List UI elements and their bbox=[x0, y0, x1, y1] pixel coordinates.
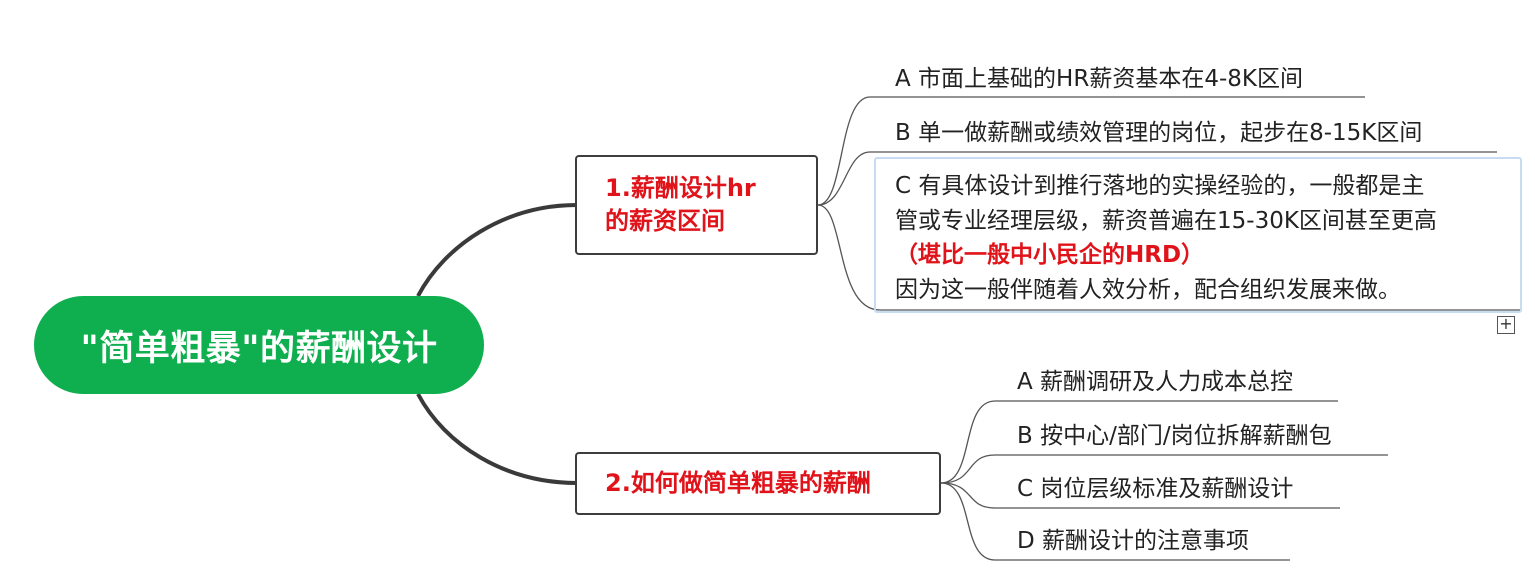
branch-1-label-line-2: 的薪资区间 bbox=[605, 207, 725, 235]
leaf-label: D 薪酬设计的注意事项 bbox=[1017, 528, 1250, 554]
connector-b2-leaf-d bbox=[940, 482, 1290, 561]
branch-topic-salary-range[interactable]: 1.薪酬设计hr 的薪资区间 bbox=[575, 155, 818, 255]
leaf-label: B 单一做薪酬或绩效管理的岗位，起步在8-15K区间 bbox=[895, 120, 1423, 146]
connector-root-branch-2 bbox=[416, 393, 578, 485]
branch-2-label: 2.如何做简单粗暴的薪酬 bbox=[605, 469, 871, 497]
selected-topic-frame bbox=[874, 157, 1522, 313]
leaf-topic-b1-b[interactable]: B 单一做薪酬或绩效管理的岗位，起步在8-15K区间 bbox=[895, 116, 1422, 150]
connector-b2-leaf-a bbox=[940, 400, 1338, 484]
connector-b2-leaf-c bbox=[940, 482, 1340, 509]
leaf-label: B 按中心/部门/岗位拆解薪酬包 bbox=[1017, 423, 1332, 449]
leaf-topic-b1-c[interactable]: C 有具体设计到推行落地的实操经验的，一般都是主 管或专业经理层级，薪资普遍在1… bbox=[895, 169, 1437, 307]
branch-topic-how-to[interactable]: 2.如何做简单粗暴的薪酬 bbox=[575, 452, 941, 515]
leaf-topic-b2-a[interactable]: A 薪酬调研及人力成本总控 bbox=[1017, 365, 1293, 399]
connector-root-branch-1 bbox=[416, 203, 578, 297]
leaf-c-line-4: 因为这一般伴随着人效分析，配合组织发展来做。 bbox=[895, 276, 1401, 303]
leaf-c-line-1: C 有具体设计到推行落地的实操经验的，一般都是主 bbox=[895, 173, 1425, 199]
leaf-topic-b2-b[interactable]: B 按中心/部门/岗位拆解薪酬包 bbox=[1017, 419, 1332, 453]
expand-glyph: + bbox=[1499, 314, 1513, 333]
connector-b2-leaf-b bbox=[940, 454, 1388, 484]
leaf-c-line-2: 管或专业经理层级，薪资普遍在15-30K区间甚至更高 bbox=[895, 207, 1437, 234]
leaf-label: A 市面上基础的HR薪资基本在4-8K区间 bbox=[895, 66, 1303, 92]
root-topic-label: "简单粗暴"的薪酬设计 bbox=[80, 328, 438, 369]
leaf-topic-b2-c[interactable]: C 岗位层级标准及薪酬设计 bbox=[1017, 472, 1293, 506]
leaf-label: A 薪酬调研及人力成本总控 bbox=[1017, 369, 1294, 395]
leaf-label: C 岗位层级标准及薪酬设计 bbox=[1017, 476, 1294, 502]
root-topic[interactable]: "简单粗暴"的薪酬设计 bbox=[34, 296, 484, 394]
connector-b1-leaf-c bbox=[817, 204, 1520, 311]
leaf-c-line-3-highlight: （堪比一般中小民企的HRD） bbox=[895, 242, 1205, 268]
branch-1-label-line-1: 1.薪酬设计hr bbox=[605, 174, 756, 202]
connector-b1-leaf-b bbox=[817, 151, 1497, 206]
leaf-topic-b2-d[interactable]: D 薪酬设计的注意事项 bbox=[1017, 524, 1249, 558]
plus-square-icon[interactable]: + bbox=[1497, 316, 1515, 334]
connector-b1-leaf-a bbox=[817, 96, 1365, 206]
leaf-topic-b1-a[interactable]: A 市面上基础的HR薪资基本在4-8K区间 bbox=[895, 62, 1303, 96]
